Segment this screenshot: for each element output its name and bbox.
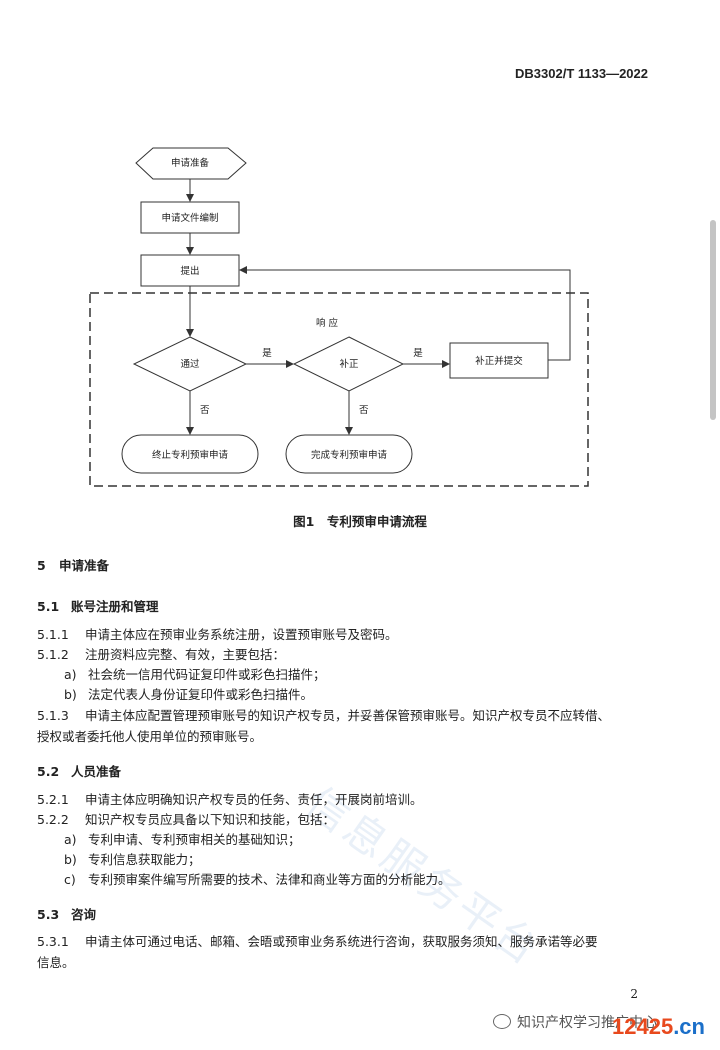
clause-5-2-1: 5.2.1 申请主体应明确知识产权专员的任务、责任，开展岗前培训。 <box>37 789 667 810</box>
list-item-5-1-2-a: a) 社会统一信用代码证复印件或彩色扫描件； <box>64 664 326 685</box>
terminate-label: 终止专利预审申请 <box>152 449 229 461</box>
clause-5-1-2: 5.1.2 注册资料应完整、有效，主要包括： <box>37 644 667 665</box>
item-marker: a) <box>64 667 77 682</box>
section-5-heading: 5 申请准备 <box>37 555 109 574</box>
logo-number: 12425 <box>612 1014 674 1039</box>
wechat-source: 知识产权学习推广中心 <box>493 1012 657 1032</box>
clause-number: 5.2.2 <box>37 812 69 827</box>
section-number: 5.3 <box>37 907 60 922</box>
item-marker: c) <box>64 872 76 887</box>
clause-number: 5.3.1 <box>37 934 69 949</box>
complete-node <box>285 434 413 474</box>
clause-5-1-3: 5.1.3 申请主体应配置管理预审账号的知识产权专员，并妥善保管预审账号。知识产权… <box>37 705 667 747</box>
item-marker: b) <box>64 687 77 702</box>
wechat-icon <box>493 1014 511 1029</box>
section-title: 人员准备 <box>71 764 122 779</box>
clause-number: 5.1.3 <box>37 708 69 723</box>
section-number: 5.2 <box>37 764 60 779</box>
respond-label: 响 应 <box>316 317 339 329</box>
list-item-5-1-2-b: b) 法定代表人身份证复印件或彩色扫描件。 <box>64 684 313 705</box>
item-text: 专利信息获取能力； <box>88 852 201 867</box>
section-5-3-heading: 5.3 咨询 <box>37 904 96 923</box>
correct-submit-node <box>449 342 549 379</box>
item-text: 法定代表人身份证复印件或彩色扫描件。 <box>88 687 314 702</box>
item-text: 专利预审案件编写所需要的技术、法律和商业等方面的分析能力。 <box>88 872 451 887</box>
compile-label: 申请文件编制 <box>161 212 218 224</box>
list-item-5-2-2-b: b) 专利信息获取能力； <box>64 849 201 870</box>
pass-label: 通过 <box>180 358 200 370</box>
no-label-1: 否 <box>200 405 210 416</box>
section-5-1-heading: 5.1 账号注册和管理 <box>37 596 159 615</box>
clause-text-line2: 信息。 <box>37 955 75 970</box>
correct-submit-label: 补正并提交 <box>475 355 523 367</box>
item-text: 专利申请、专利预审相关的基础知识； <box>88 832 301 847</box>
page-number: 2 <box>630 987 638 1001</box>
clause-text: 申请主体应在预审业务系统注册，设置预审账号及密码。 <box>85 627 398 642</box>
section-number: 5.1 <box>37 599 60 614</box>
scrollbar-thumb[interactable] <box>710 220 716 420</box>
complete-label: 完成专利预审申请 <box>311 449 388 461</box>
section-5-2-heading: 5.2 人员准备 <box>37 761 121 780</box>
item-text: 社会统一信用代码证复印件或彩色扫描件； <box>88 667 326 682</box>
section-title: 申请准备 <box>59 558 110 573</box>
clause-text: 申请主体应明确知识产权专员的任务、责任，开展岗前培训。 <box>85 792 423 807</box>
clause-5-2-2: 5.2.2 知识产权专员应具备以下知识和技能，包括： <box>37 809 667 830</box>
yes-label-1: 是 <box>262 348 272 359</box>
prep-node <box>135 147 247 180</box>
list-item-5-2-2-a: a) 专利申请、专利预审相关的基础知识； <box>64 829 301 850</box>
response-region <box>89 292 589 487</box>
list-item-5-2-2-c: c) 专利预审案件编写所需要的技术、法律和商业等方面的分析能力。 <box>64 869 451 890</box>
clause-number: 5.1.2 <box>37 647 69 662</box>
document-code: DB3302/T 1133—2022 <box>515 66 648 81</box>
compile-node <box>140 201 240 234</box>
item-marker: a) <box>64 832 77 847</box>
section-title: 咨询 <box>71 907 97 922</box>
logo-domain: .cn <box>673 1014 705 1039</box>
section-title: 账号注册和管理 <box>71 599 159 614</box>
section-number: 5 <box>37 558 46 573</box>
yes-label-2: 是 <box>413 348 423 359</box>
clause-text: 注册资料应完整、有效，主要包括： <box>85 647 286 662</box>
clause-number: 5.1.1 <box>37 627 69 642</box>
no-label-2: 否 <box>359 405 369 416</box>
clause-text: 知识产权专员应具备以下知识和技能，包括： <box>85 812 336 827</box>
wechat-account-name: 知识产权学习推广中心 <box>517 1015 657 1031</box>
submit-label: 提出 <box>180 265 199 277</box>
item-marker: b) <box>64 852 77 867</box>
clause-number: 5.2.1 <box>37 792 69 807</box>
prep-label: 申请准备 <box>171 157 210 169</box>
clause-text-line1: 申请主体应配置管理预审账号的知识产权专员，并妥善保管预审账号。知识产权专员不应转… <box>85 708 611 723</box>
clause-text-line2: 授权或者委托他人使用单位的预审账号。 <box>37 729 263 744</box>
clause-5-3-1: 5.3.1 申请主体可通过电话、邮箱、会晤或预审业务系统进行咨询，获取服务须知、服… <box>37 931 667 973</box>
terminate-node <box>121 434 259 474</box>
clause-text-line1: 申请主体可通过电话、邮箱、会晤或预审业务系统进行咨询，获取服务须知、服务承诺等必… <box>85 934 598 949</box>
site-logo: 12425.cn <box>612 1014 705 1040</box>
figure-caption: 图1 专利预审申请流程 <box>293 514 427 529</box>
clause-5-1-1: 5.1.1 申请主体应在预审业务系统注册，设置预审账号及密码。 <box>37 624 667 645</box>
correct-label: 补正 <box>339 358 359 370</box>
